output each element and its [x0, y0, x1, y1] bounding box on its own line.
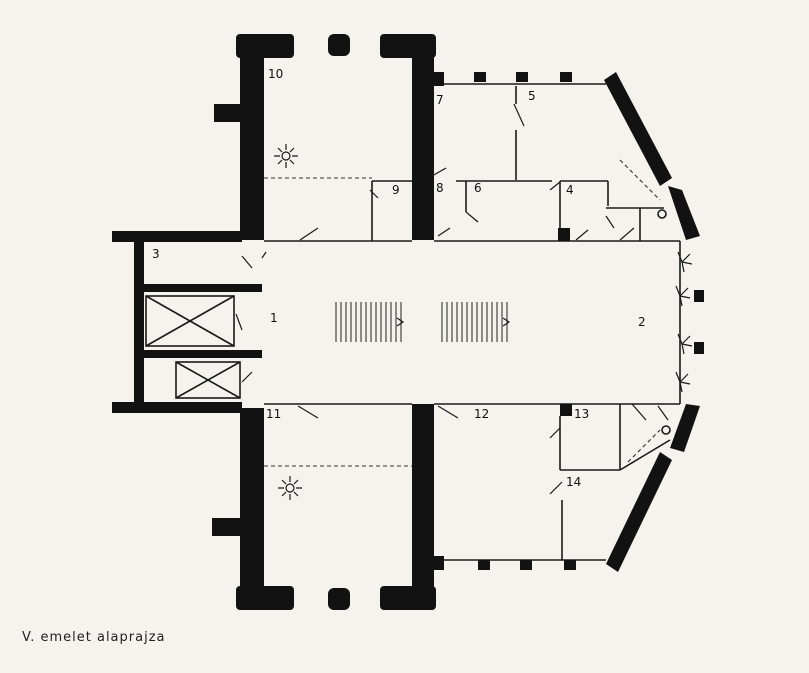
room-label-4: 4 [566, 183, 574, 197]
room-label-9: 9 [392, 183, 400, 197]
right-facade [675, 241, 704, 404]
left-upper-tower [214, 34, 294, 240]
middle-lower-tower [380, 404, 436, 610]
room-label-1: 1 [270, 311, 278, 325]
room-label-3: 3 [152, 247, 160, 261]
room-labels: 1 2 3 4 5 6 7 8 9 10 11 12 13 14 [152, 67, 646, 489]
room-label-2: 2 [638, 315, 646, 329]
room-label-5: 5 [528, 89, 536, 103]
left-lower-tower [212, 408, 294, 610]
stairs-right [441, 302, 511, 342]
columns [328, 34, 350, 610]
room-label-11: 11 [266, 407, 281, 421]
room-label-7: 7 [436, 93, 444, 107]
skylights [264, 144, 412, 500]
corridor-walls [112, 231, 680, 413]
room-label-10: 10 [268, 67, 283, 81]
elevator-large [145, 295, 235, 347]
room-label-14: 14 [566, 475, 581, 489]
upper-right-wing [371, 72, 700, 241]
middle-upper-tower [380, 34, 436, 240]
plan-caption: V. emelet alaprajza [22, 630, 166, 645]
elevator-small [175, 361, 241, 399]
room-label-8: 8 [436, 181, 444, 195]
room-label-12: 12 [474, 407, 489, 421]
door-swings [235, 103, 669, 495]
room-label-6: 6 [474, 181, 482, 195]
room-label-13: 13 [574, 407, 589, 421]
stairs-left [335, 302, 405, 342]
lower-right-wing [434, 404, 700, 572]
